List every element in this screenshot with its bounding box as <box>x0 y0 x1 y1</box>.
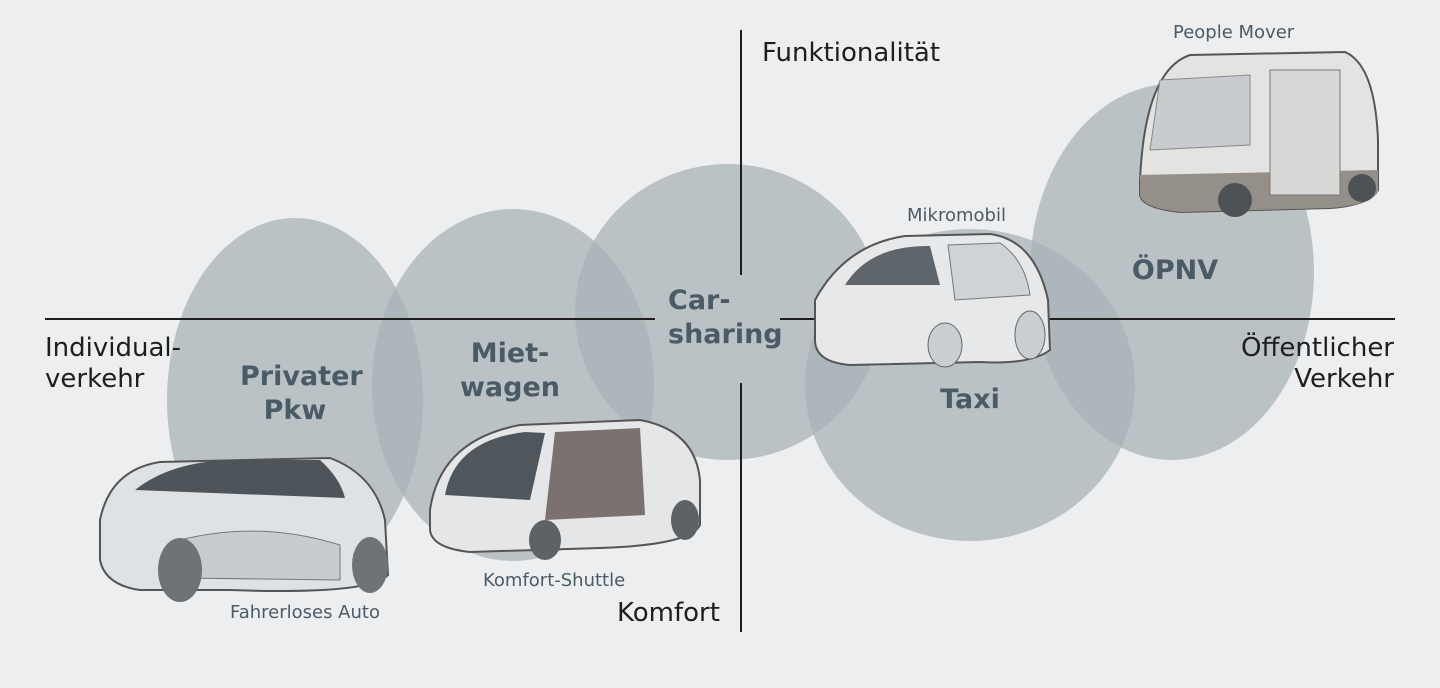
axis-label-top: Funktionalität <box>762 38 941 68</box>
axis-label-left-line1: Individual- <box>45 333 182 363</box>
segment-label-oepnv: ÖPNV <box>1115 254 1235 288</box>
autonomous-car-illustration <box>99 456 390 602</box>
segment-label-line: Taxi <box>940 384 1000 415</box>
segment-label-line: Pkw <box>263 395 327 426</box>
segment-label-line: Miet- <box>470 338 550 369</box>
vehicle-label-mikromobil: Mikromobil <box>907 205 1006 226</box>
axis-label-right: Öffentlicher Verkehr <box>1241 333 1394 395</box>
axis-label-bottom: Komfort <box>617 598 720 628</box>
vehicle-label-auto: Fahrerloses Auto <box>230 602 380 623</box>
segment-label-line: ÖPNV <box>1131 255 1219 286</box>
people-mover-illustration <box>1139 50 1379 217</box>
axis-label-left: Individual- verkehr <box>45 333 181 395</box>
shuttle-illustration <box>429 418 701 560</box>
vehicle-label-people-mover: People Mover <box>1173 22 1295 43</box>
axis-label-right-line2: Verkehr <box>1294 364 1394 394</box>
circle-carsharing <box>575 164 881 460</box>
segment-label-carsharing: Car- sharing <box>668 284 783 352</box>
segment-label-taxi: Taxi <box>920 383 1020 417</box>
segment-label-line: Privater <box>240 361 363 392</box>
vehicle-label-shuttle: Komfort-Shuttle <box>483 570 626 591</box>
axis-label-left-line2: verkehr <box>45 364 145 394</box>
segment-label-line: Car- <box>668 285 731 316</box>
axis-label-right-line1: Öffentlicher <box>1241 333 1394 363</box>
segment-label-privater-pkw: Privater Pkw <box>240 360 363 428</box>
segment-label-line: sharing <box>668 319 783 350</box>
segment-label-line: wagen <box>459 372 561 403</box>
segment-label-mietwagen: Miet- wagen <box>455 337 565 405</box>
micromobile-illustration <box>814 232 1052 368</box>
